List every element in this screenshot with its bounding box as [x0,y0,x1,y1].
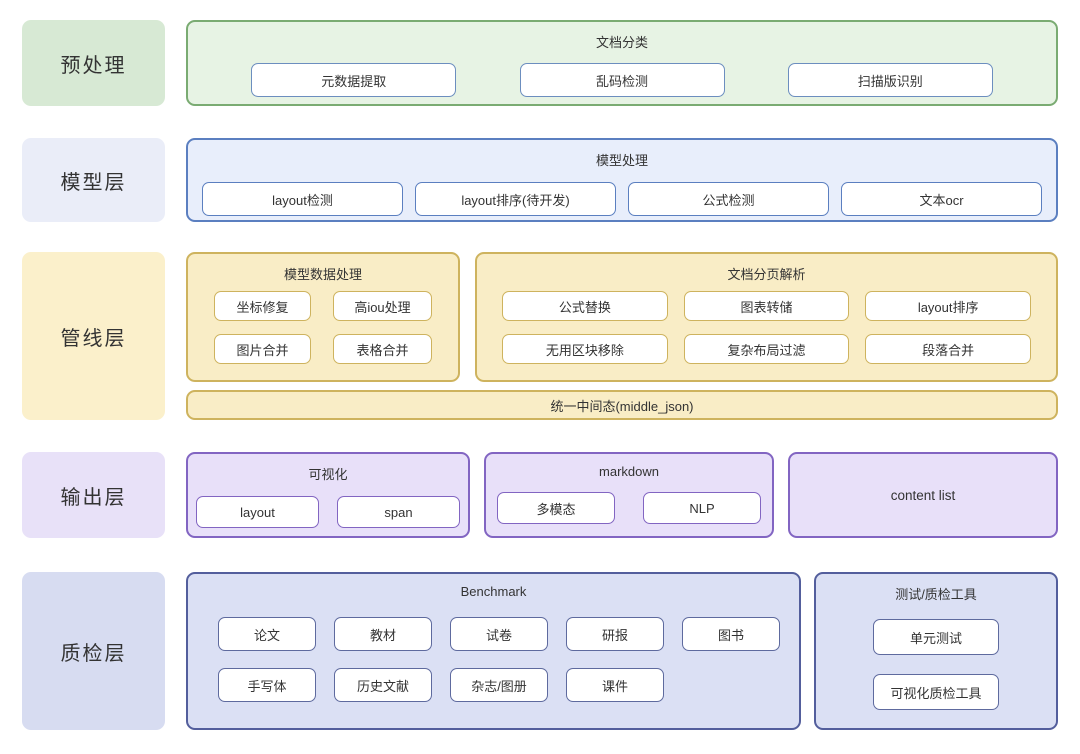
group-doc-classification: 文档分类 元数据提取 乱码检测 扫描版识别 [186,20,1058,106]
node-visual-qa-tool: 可视化质检工具 [873,674,999,710]
node-row: layout span [188,496,468,528]
node-grid: 公式替换 图表转储 layout排序 无用区块移除 复杂布局过滤 段落合并 [477,283,1056,364]
pipeline-content: 模型数据处理 坐标修复 高iou处理 图片合并 表格合并 文档分页解析 公式替换… [186,252,1058,420]
node-exam: 试卷 [450,617,548,651]
node-textbook: 教材 [334,617,432,651]
node-row: 元数据提取 乱码检测 扫描版识别 [188,63,1056,97]
node-useless-block-remove: 无用区块移除 [502,334,668,364]
node-formula-replace: 公式替换 [502,291,668,321]
group-doc-page-parsing: 文档分页解析 公式替换 图表转储 layout排序 无用区块移除 复杂布局过滤 … [475,252,1058,382]
layer-qa: 质检层 Benchmark 论文 教材 试卷 研报 图书 手写体 历史文献 杂志… [22,572,1058,730]
node-row: 多模态 NLP [486,492,772,524]
group-model-processing: 模型处理 layout检测 layout排序(待开发) 公式检测 文本ocr [186,138,1058,222]
node-unit-test: 单元测试 [873,619,999,655]
layer-label-preprocess: 预处理 [22,20,165,106]
output-groups: 可视化 layout span markdown 多模态 NLP content… [186,452,1058,538]
layer-label-model: 模型层 [22,138,165,222]
group-title: Benchmark [460,584,527,599]
group-visualization: 可视化 layout span [186,452,470,538]
node-scan-recognition: 扫描版识别 [787,63,993,97]
group-title: markdown [599,464,659,479]
pipeline-groups: 模型数据处理 坐标修复 高iou处理 图片合并 表格合并 文档分页解析 公式替换… [186,252,1058,382]
node-grid: 单元测试 可视化质检工具 [873,619,999,710]
node-grid: 论文 教材 试卷 研报 图书 手写体 历史文献 杂志/图册 课件 [188,617,799,702]
node-garbled-detection: 乱码检测 [519,63,725,97]
group-markdown: markdown 多模态 NLP [484,452,774,538]
node-research-report: 研报 [566,617,664,651]
group-model-data-processing: 模型数据处理 坐标修复 高iou处理 图片合并 表格合并 [186,252,460,382]
node-book: 图书 [682,617,780,651]
node-span: span [337,496,460,528]
group-content-list: content list [788,452,1058,538]
group-title: 模型处理 [595,153,648,168]
node-layout: layout [196,496,319,528]
node-magazine-album: 杂志/图册 [450,668,548,702]
group-benchmark: Benchmark 论文 教材 试卷 研报 图书 手写体 历史文献 杂志/图册 … [186,572,801,730]
node-text-ocr: 文本ocr [841,182,1042,216]
node-nlp: NLP [643,492,761,524]
node-table-merge: 表格合并 [333,334,432,364]
node-layout-sort-todo: layout排序(待开发) [415,182,616,216]
middle-json-bar: 统一中间态(middle_json) [186,390,1058,420]
node-chart-dump: 图表转储 [683,291,850,321]
group-title: 文档分页解析 [727,267,806,282]
qa-groups: Benchmark 论文 教材 试卷 研报 图书 手写体 历史文献 杂志/图册 … [186,572,1058,730]
layer-output: 输出层 可视化 layout span markdown 多模态 NLP con… [22,452,1058,538]
layer-pipeline: 管线层 模型数据处理 坐标修复 高iou处理 图片合并 表格合并 文档分页解析 … [22,252,1058,420]
node-row: 手写体 历史文献 杂志/图册 课件 [218,668,799,702]
group-title: 测试/质检工具 [895,587,977,602]
layer-model: 模型层 模型处理 layout检测 layout排序(待开发) 公式检测 文本o… [22,138,1058,222]
node-coord-fix: 坐标修复 [214,291,311,321]
group-title: 可视化 [308,467,348,482]
node-grid: 坐标修复 高iou处理 图片合并 表格合并 [188,291,458,364]
group-title: 模型数据处理 [283,267,362,282]
group-test-qa-tools: 测试/质检工具 单元测试 可视化质检工具 [814,572,1058,730]
layer-label-pipeline: 管线层 [22,252,165,420]
node-multimodal: 多模态 [497,492,615,524]
node-complex-layout-filter: 复杂布局过滤 [683,334,850,364]
node-historical-doc: 历史文献 [334,668,432,702]
node-handwriting: 手写体 [218,668,316,702]
node-courseware: 课件 [566,668,664,702]
node-paragraph-merge: 段落合并 [865,334,1031,364]
node-formula-detection: 公式检测 [628,182,829,216]
layer-preprocess: 预处理 文档分类 元数据提取 乱码检测 扫描版识别 [22,20,1058,106]
node-layout-detection: layout检测 [202,182,403,216]
layer-label-output: 输出层 [22,452,165,538]
layer-label-qa: 质检层 [22,572,165,730]
group-title: 文档分类 [595,35,648,50]
node-layout-sort: layout排序 [865,291,1031,321]
node-row: layout检测 layout排序(待开发) 公式检测 文本ocr [188,182,1056,216]
node-image-merge: 图片合并 [214,334,311,364]
node-metadata-extraction: 元数据提取 [251,63,457,97]
node-high-iou: 高iou处理 [333,291,432,321]
node-row: 论文 教材 试卷 研报 图书 [218,617,799,651]
node-paper: 论文 [218,617,316,651]
